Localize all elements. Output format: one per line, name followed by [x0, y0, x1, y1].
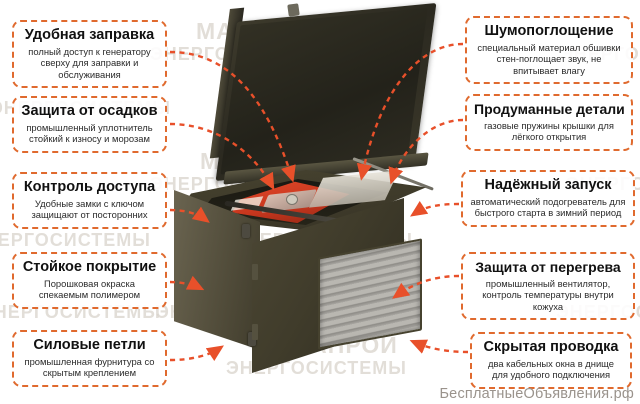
door-latch-upper [242, 224, 250, 238]
lid-knob [287, 3, 300, 17]
callout-desc: два кабельных окна в днище для удобного … [487, 358, 615, 381]
callout-desc: Удобные замки с ключом защищают от посто… [31, 198, 148, 221]
callout-desc: автоматический подогреватель для быстрог… [470, 196, 626, 219]
callout-title: Контроль доступа [23, 179, 156, 195]
callout-title: Надёжный запуск [484, 177, 612, 193]
callout-desc: промышленный уплотнитель стойкий к износ… [26, 122, 153, 145]
lid-inner-panel [220, 7, 428, 175]
callout-desc: газовые пружины крышки для лёгкого откры… [484, 120, 614, 143]
callout-wiring[interactable]: Скрытая проводка два кабельных окна в дн… [470, 332, 632, 389]
callout-overheat[interactable]: Защита от перегрева промышленный вентиля… [461, 252, 635, 321]
door-hinge-upper [252, 264, 258, 280]
callout-title: Продуманные детали [474, 101, 625, 117]
callout-desc: промышленный вентилятор, контроль темпер… [482, 278, 614, 312]
callout-weather[interactable]: Защита от осадков промышленный уплотните… [12, 96, 167, 153]
callout-title: Защита от перегрева [475, 259, 621, 275]
product-photo [168, 2, 468, 398]
callout-title: Шумопоглощение [484, 23, 614, 39]
callout-desc: полный доступ к генератору сверху для за… [28, 46, 151, 80]
callout-details[interactable]: Продуманные детали газовые пружины крышк… [465, 94, 633, 151]
callout-coating[interactable]: Стойкое покрытие Порошковая окраска спек… [12, 252, 167, 309]
callout-hinges[interactable]: Силовые петли промышленная фурнитура со … [12, 330, 167, 387]
callout-desc: Порошковая окраска спекаемым полимером [38, 278, 141, 301]
callout-desc: промышленная фурнитура со скрытым крепле… [24, 356, 155, 379]
generator-dial [286, 194, 298, 205]
door-hinge-lower [252, 324, 258, 340]
callout-title: Силовые петли [33, 337, 146, 353]
callout-noise[interactable]: Шумопоглощение специальный материал обши… [465, 16, 633, 85]
callout-title: Стойкое покрытие [22, 259, 157, 275]
site-watermark: БесплатныеОбъявления.рф [439, 386, 634, 402]
watermark-text: ЭНЕРГОСИСТЕМЫ [0, 230, 151, 250]
callout-title: Удобная заправка [24, 27, 155, 43]
callout-title: Защита от осадков [21, 103, 158, 119]
ventilation-grille [318, 238, 422, 350]
callout-refuel[interactable]: Удобная заправка полный доступ к генерат… [12, 20, 167, 89]
callout-start[interactable]: Надёжный запуск автоматический подогрева… [461, 170, 635, 227]
callout-desc: специальный материал обшивки стен-поглощ… [477, 42, 621, 76]
callout-access[interactable]: Контроль доступа Удобные замки с ключом … [12, 172, 167, 229]
callout-title: Скрытая проводка [483, 339, 619, 355]
